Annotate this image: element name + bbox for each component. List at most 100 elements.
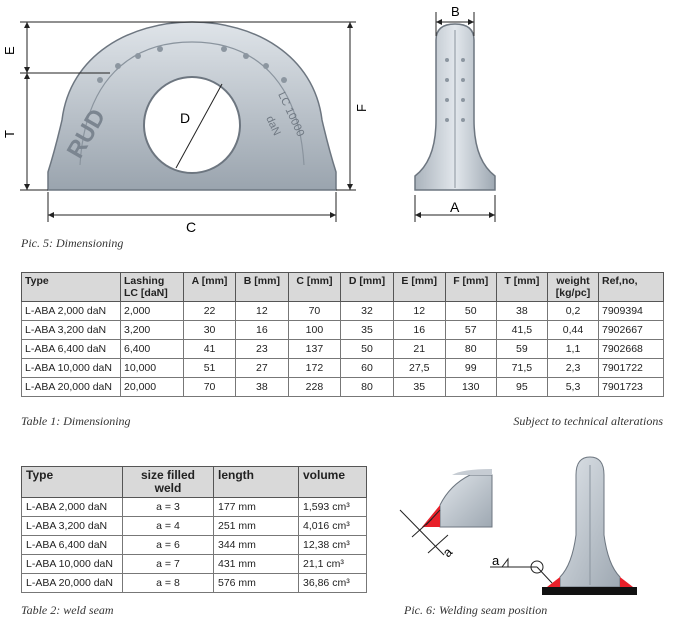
- table-cell: 38: [235, 377, 289, 397]
- table-cell: 7902668: [598, 339, 664, 359]
- weld-size-label: a: [440, 544, 456, 560]
- table-cell: 12: [235, 301, 289, 321]
- table-cell: 431 mm: [213, 554, 299, 574]
- col-a: A [mm]: [182, 272, 237, 302]
- table-cell: a = 3: [122, 497, 214, 517]
- dim-label-b: B: [451, 4, 460, 19]
- col-length: length: [213, 466, 299, 498]
- dim-label-t: T: [2, 130, 17, 138]
- table-cell: 130: [444, 377, 497, 397]
- table-cell: 80: [340, 377, 394, 397]
- table-cell: 576 mm: [213, 573, 299, 593]
- table-cell: 50: [340, 339, 394, 359]
- dim-label-a: A: [450, 199, 460, 215]
- table-cell: 1,593 cm³: [298, 497, 367, 517]
- table-cell: 32: [340, 301, 394, 321]
- col-lashing: Lashing LC [daN]: [120, 272, 184, 302]
- table-cell: 27,5: [392, 358, 446, 378]
- table-cell: 7909394: [598, 301, 664, 321]
- table-cell: L-ABA 2,000 daN: [21, 497, 123, 517]
- col-type: Type: [21, 466, 123, 498]
- col-t: T [mm]: [495, 272, 549, 302]
- table-cell: 35: [340, 320, 394, 340]
- dim-label-f: F: [354, 104, 369, 112]
- center-hole: [143, 76, 241, 174]
- table-cell: L-ABA 3,200 daN: [21, 320, 121, 340]
- weld-bead: [422, 505, 440, 527]
- table-cell: 23: [235, 339, 289, 359]
- table-cell: 344 mm: [213, 535, 299, 555]
- table-cell: a = 7: [122, 554, 214, 574]
- table-cell: 21,1 cm³: [298, 554, 367, 574]
- col-volume: volume: [298, 466, 367, 498]
- table-cell: L-ABA 3,200 daN: [21, 516, 123, 536]
- table-cell: 0,2: [547, 301, 599, 321]
- table-cell: 16: [235, 320, 289, 340]
- table-cell: 251 mm: [213, 516, 299, 536]
- table-cell: 137: [287, 339, 342, 359]
- table-cell: 10,000: [120, 358, 184, 378]
- table-cell: L-ABA 20,000 daN: [21, 573, 123, 593]
- table-cell: 50: [444, 301, 497, 321]
- pic5-caption: Pic. 5: Dimensioning: [21, 236, 124, 250]
- col-size: size filled weld: [122, 466, 214, 498]
- table-cell: 71,5: [495, 358, 549, 378]
- table-header-row: Type size filled weld length volume: [21, 466, 367, 498]
- side-view-drawing: B A: [414, 4, 496, 222]
- table-header-row: Type Lashing LC [daN] A [mm] B [mm] C [m…: [21, 272, 664, 302]
- table-cell: 70: [287, 301, 342, 321]
- table-cell: 7901723: [598, 377, 664, 397]
- table-cell: 35: [392, 377, 446, 397]
- table-cell: a = 6: [122, 535, 214, 555]
- table-cell: 1,1: [547, 339, 599, 359]
- weld-detail-drawing: a a: [399, 456, 637, 595]
- table-cell: 2,000: [120, 301, 184, 321]
- table-cell: 4,016 cm³: [298, 516, 367, 536]
- front-view-drawing: RUD LC 10000 daN E T F C D: [2, 21, 369, 235]
- table-cell: L-ABA 2,000 daN: [21, 301, 121, 321]
- weld-closeup: [439, 474, 493, 528]
- table-cell: 20,000: [120, 377, 184, 397]
- table-cell: 70: [182, 377, 237, 397]
- col-ref: Ref,no,: [598, 272, 664, 302]
- table-cell: 12,38 cm³: [298, 535, 367, 555]
- table-cell: 6,400: [120, 339, 184, 359]
- table-cell: L-ABA 6,400 daN: [21, 339, 121, 359]
- table-cell: 99: [444, 358, 497, 378]
- table-cell: 21: [392, 339, 446, 359]
- col-b: B [mm]: [235, 272, 289, 302]
- table-cell: 60: [340, 358, 394, 378]
- dim-label-d: D: [180, 110, 190, 126]
- col-c: C [mm]: [287, 272, 342, 302]
- table-cell: 41,5: [495, 320, 549, 340]
- col-f: F [mm]: [444, 272, 497, 302]
- table-cell: 3,200: [120, 320, 184, 340]
- table-cell: 7901722: [598, 358, 664, 378]
- table-cell: 80: [444, 339, 497, 359]
- dim-label-e: E: [2, 46, 17, 55]
- table-cell: 228: [287, 377, 342, 397]
- table-cell: L-ABA 10,000 daN: [21, 554, 123, 574]
- table-cell: 7902667: [598, 320, 664, 340]
- table1-caption: Table 1: Dimensioning: [21, 414, 131, 428]
- dim-label-c: C: [186, 219, 196, 235]
- table-cell: 12: [392, 301, 446, 321]
- table-cell: 177 mm: [213, 497, 299, 517]
- table-cell: 27: [235, 358, 289, 378]
- col-weight: weight [kg/pc]: [547, 272, 599, 302]
- table-cell: 5,3: [547, 377, 599, 397]
- dimensioning-table: Type Lashing LC [daN] A [mm] B [mm] C [m…: [21, 272, 664, 397]
- weld-symbol-label: a: [492, 553, 500, 568]
- table-cell: 30: [182, 320, 237, 340]
- table-cell: 0,44: [547, 320, 599, 340]
- weld-seam-table: Type size filled weld length volume L-AB…: [21, 466, 367, 593]
- table-cell: a = 4: [122, 516, 214, 536]
